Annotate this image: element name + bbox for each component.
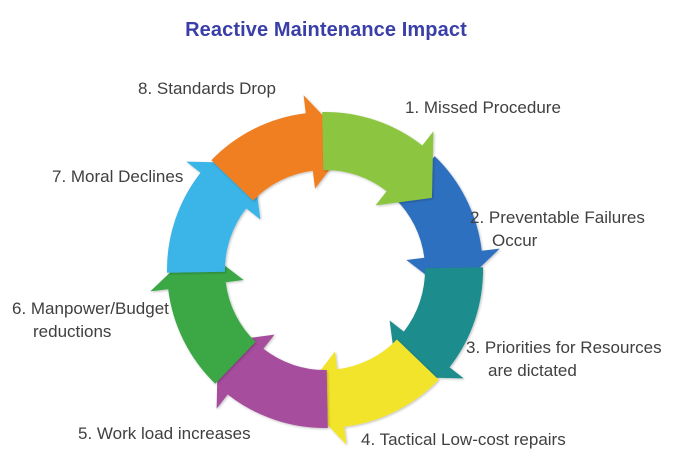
step-6-line-1: 6. Manpower/Budget bbox=[12, 299, 169, 318]
step-3-line-2: are dictated bbox=[488, 361, 577, 380]
step-5-line-1: 5. Work load increases bbox=[78, 424, 251, 443]
step-4-label: 4. Tactical Low-cost repairs bbox=[361, 428, 566, 451]
step-4-line-1: 4. Tactical Low-cost repairs bbox=[361, 430, 566, 449]
step-6-line-2: reductions bbox=[33, 322, 112, 341]
step-1-line-1: 1. Missed Procedure bbox=[405, 98, 561, 117]
step-1-label: 1. Missed Procedure bbox=[405, 96, 561, 119]
step-7-label: 7. Moral Declines bbox=[52, 165, 183, 188]
step-7-line-1: 7. Moral Declines bbox=[52, 167, 184, 186]
cycle-arrow-step-1 bbox=[322, 111, 434, 206]
step-8-label: 8. Standards Drop bbox=[138, 77, 276, 100]
cycle-arrow-step-5 bbox=[216, 334, 328, 429]
step-2-line-1: 2. Preventable Failures bbox=[470, 208, 645, 227]
step-2-line-2: Occur bbox=[492, 231, 538, 250]
diagram-title: Reactive Maintenance Impact bbox=[185, 19, 467, 41]
step-5-label: 5. Work load increases bbox=[78, 422, 251, 445]
cycle-arrow-step-3 bbox=[389, 267, 484, 379]
step-3-line-1: 3. Priorities for Resources bbox=[466, 338, 662, 357]
step-6-label: 6. Manpower/Budget reductions bbox=[12, 297, 169, 343]
cycle-arrow-step-6 bbox=[150, 245, 256, 384]
cycle-arrow-step-4 bbox=[300, 339, 439, 445]
cycle-arrow-step-7 bbox=[166, 161, 261, 273]
cycle-arrow-step-8 bbox=[211, 95, 350, 201]
step-8-line-1: 8. Standards Drop bbox=[138, 79, 276, 98]
step-2-label: 2. Preventable Failures Occur bbox=[470, 206, 645, 252]
step-3-label: 3. Priorities for Resources are dictated bbox=[466, 336, 662, 382]
